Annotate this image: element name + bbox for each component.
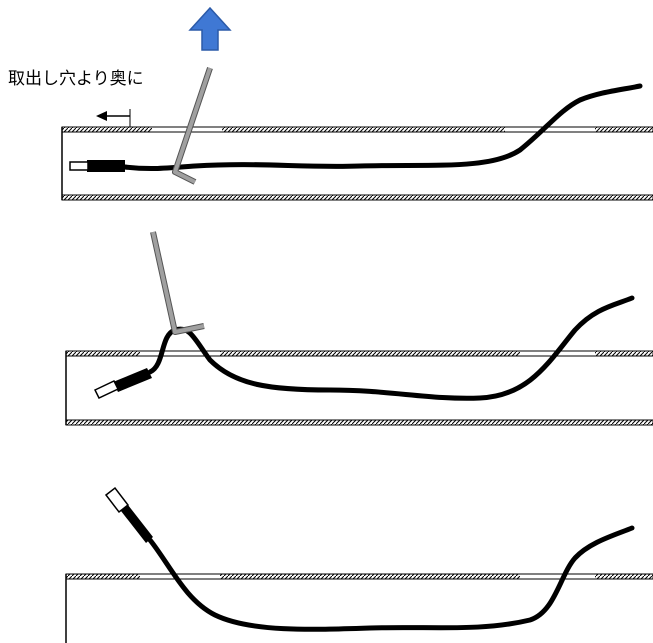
hook-tool-2 [150, 231, 205, 335]
cable-2 [93, 295, 635, 401]
panel-1 [61, 6, 653, 201]
pipe-1 [61, 126, 653, 201]
cable-1 [69, 83, 643, 172]
pipe-2 [65, 350, 653, 426]
hook-tool-1 [172, 67, 213, 185]
direction-arrow-icon [96, 109, 131, 127]
pipe-3 [65, 573, 653, 643]
panel-2 [65, 231, 653, 426]
panel-3 [65, 486, 653, 643]
instruction-label: 取出し穴より奥に [8, 69, 144, 89]
pull-up-arrow-icon [188, 6, 232, 51]
cable-3 [104, 486, 635, 632]
